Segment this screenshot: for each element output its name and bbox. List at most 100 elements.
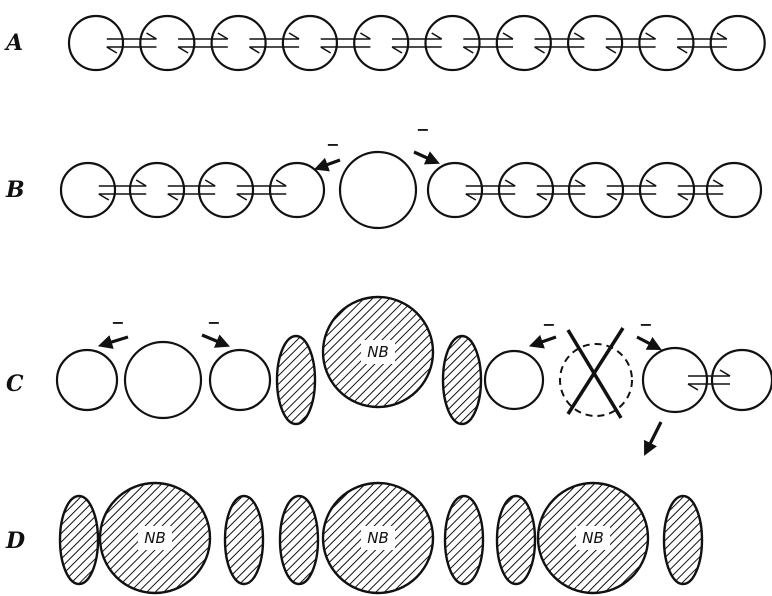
cell-circle	[483, 349, 545, 411]
bond-double-arrow	[167, 179, 216, 201]
enlarged-cell	[123, 340, 203, 420]
repulsion-arrow	[97, 335, 129, 349]
bond-head-left	[534, 46, 546, 54]
bond-head-left	[167, 193, 179, 201]
bond-head-left	[236, 193, 248, 201]
cell-circle	[641, 346, 709, 414]
nb-label-box	[361, 526, 395, 550]
charge-minus: −	[542, 315, 555, 334]
cell-circle	[710, 348, 772, 412]
cell-circle	[424, 14, 481, 72]
repulsion-arrow	[636, 335, 662, 351]
row-a-cell-chain	[67, 14, 766, 72]
bond-double-arrow	[320, 32, 371, 54]
row-label-a: A	[4, 30, 23, 56]
row-label-b: B	[5, 177, 25, 203]
bond-head-right	[645, 179, 657, 187]
bond-head-left	[605, 46, 617, 54]
bond-head-right	[502, 32, 514, 40]
bond-double-arrow	[536, 179, 586, 201]
cell-circle	[139, 14, 196, 72]
cell-circle	[497, 161, 555, 219]
cell-circle	[705, 161, 763, 219]
bond-double-arrow	[248, 32, 300, 54]
bond-head-left	[177, 46, 189, 54]
bond-double-arrow	[236, 179, 287, 201]
bond-head-right	[135, 179, 147, 187]
flattened-cell-hatched	[443, 494, 485, 586]
row-c-cell-chain: NB − − − −	[55, 295, 772, 456]
dead-cell-dashed	[559, 343, 633, 417]
repulsion-arrow	[644, 421, 663, 456]
bond-double-arrow	[677, 179, 724, 201]
nb-label: NB	[144, 529, 166, 547]
bond-head-right	[573, 32, 585, 40]
cell-circle	[495, 14, 552, 72]
bond-head-right	[574, 179, 586, 187]
bond-double-arrow	[534, 32, 585, 54]
repulsion-arrow	[201, 333, 230, 348]
bond-head-left	[676, 46, 688, 54]
nb-label: NB	[582, 529, 604, 547]
bond-head-left	[106, 46, 118, 54]
flattened-cell-hatched	[662, 494, 704, 586]
cell-circle	[638, 161, 696, 219]
cell-circle	[67, 14, 125, 72]
row-label-c: C	[6, 371, 24, 397]
charge-minus: −	[416, 120, 429, 139]
row-b-cell-chain: −−	[59, 120, 763, 230]
bond-head-left	[606, 193, 618, 201]
bond-double-arrow	[676, 32, 728, 54]
charge-minus: −	[111, 313, 124, 332]
bond-head-right	[288, 32, 300, 40]
bond-head-right	[712, 179, 724, 187]
bond-head-left	[248, 46, 260, 54]
bond-head-right	[719, 369, 731, 377]
flattened-cell-hatched	[278, 494, 320, 586]
charge-minus: −	[639, 315, 652, 334]
charge-minus: −	[326, 135, 339, 154]
bond-head-right	[504, 179, 516, 187]
bond-double-arrow	[687, 369, 731, 391]
cell-circle	[128, 161, 186, 219]
cell-circle	[197, 161, 255, 219]
enlarged-cell	[338, 150, 418, 230]
cell-circle	[208, 348, 272, 412]
cell-circle	[709, 14, 766, 72]
bond-head-left	[687, 383, 699, 391]
bond-head-right	[359, 32, 371, 40]
nb-label: NB	[367, 343, 389, 361]
charge-minus: −	[207, 313, 220, 332]
nb-label-box	[138, 526, 172, 550]
cross-line-2	[566, 327, 625, 415]
repulsion-arrow	[413, 150, 440, 165]
cell-circle	[210, 14, 267, 72]
nb-label: NB	[367, 529, 389, 547]
cell-circle	[59, 161, 117, 219]
row-d-cell-chain: NB NB NB	[58, 481, 704, 595]
cell-circle	[353, 14, 410, 72]
flattened-cell-hatched	[495, 494, 537, 586]
bond-head-left	[465, 193, 477, 201]
bond-double-arrow	[177, 32, 229, 54]
flattened-cell-hatched	[58, 494, 100, 586]
bond-head-left	[462, 46, 474, 54]
flattened-cell-hatched	[275, 334, 317, 426]
bond-head-right	[204, 179, 216, 187]
bond-double-arrow	[98, 179, 147, 201]
bond-head-left	[391, 46, 403, 54]
bond-head-right	[146, 32, 157, 40]
cell-circle	[567, 161, 625, 219]
bond-double-arrow	[391, 32, 443, 54]
flattened-cell-hatched	[441, 334, 483, 426]
bond-double-arrow	[605, 32, 657, 54]
row-label-d: D	[5, 528, 25, 554]
cell-circle	[55, 348, 119, 412]
bond-head-left	[677, 193, 689, 201]
bond-double-arrow	[606, 179, 657, 201]
cell-circle	[638, 14, 695, 72]
bond-double-arrow	[462, 32, 514, 54]
cell-circle	[268, 161, 326, 219]
cell-circle	[281, 14, 338, 72]
